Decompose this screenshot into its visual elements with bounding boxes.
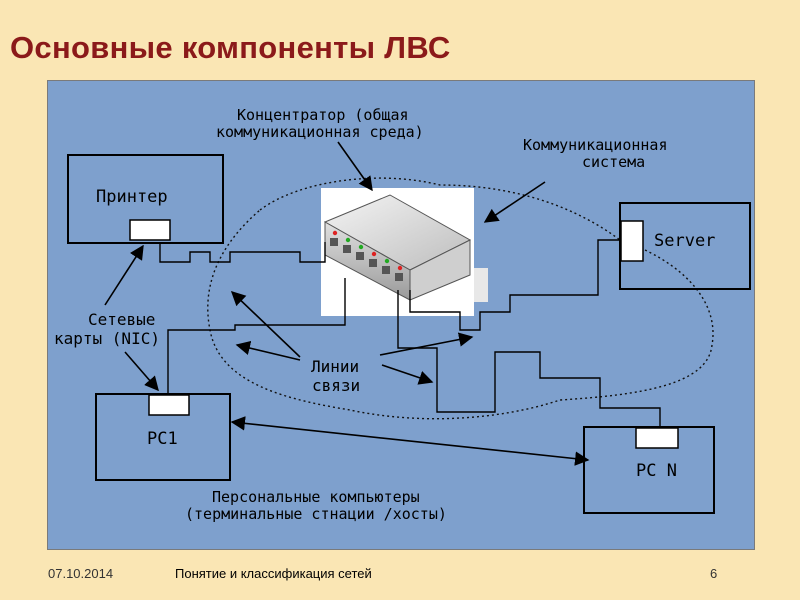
arrow-nic-pc1 — [124, 351, 159, 392]
footer-topic: Понятие и классификация сетей — [175, 566, 372, 581]
comm-system-line2: система — [582, 153, 645, 171]
page-number: 6 — [710, 566, 718, 581]
pc1-nic — [148, 394, 190, 416]
arrow-hub — [337, 141, 373, 192]
server-label: Server — [654, 231, 715, 251]
cable-pc1 — [167, 278, 346, 394]
comm-system-line1: Коммуникационная — [523, 136, 668, 154]
cable-lines — [159, 239, 661, 427]
printer-nic — [129, 219, 171, 241]
slide-title: Основные компоненты ЛВС — [10, 30, 451, 65]
printer-box[interactable] — [67, 154, 224, 244]
pcn-box[interactable] — [583, 426, 715, 514]
cable-pcn — [397, 290, 661, 427]
hub-image — [321, 188, 488, 316]
arrow-pcs — [230, 416, 590, 466]
cable-printer — [159, 242, 326, 263]
hub-label-line1: Концентратор (общая — [237, 106, 409, 124]
server-nic — [620, 220, 644, 262]
arrow-lines-printer — [230, 291, 301, 358]
arrow-lines-pcn — [381, 364, 434, 385]
annotation-arrows — [104, 141, 590, 466]
nic-label-line2: карты (NIC) — [54, 329, 160, 348]
pcs-label-line2: (терминальные стнации /хосты) — [185, 505, 447, 523]
cable-server — [409, 239, 620, 331]
arrow-nic-printer — [104, 244, 144, 306]
nic-label-line1: Сетевые — [88, 310, 155, 329]
arrow-lines-pc1 — [235, 340, 301, 361]
server-box[interactable] — [619, 202, 751, 290]
pc1-label: PC1 — [147, 429, 178, 449]
pc1-box[interactable] — [95, 393, 231, 481]
pcs-label-line1: Персональные компьютеры — [212, 488, 420, 506]
pcn-nic — [635, 427, 679, 449]
arrow-lines-server — [379, 332, 474, 356]
arrow-comm-system — [483, 181, 546, 223]
printer-label: Принтер — [96, 187, 168, 207]
lines-label-line1: Линии — [311, 357, 359, 376]
lines-label-line2: связи — [312, 376, 360, 395]
communication-system-boundary — [207, 177, 714, 420]
footer-date: 07.10.2014 — [48, 566, 114, 581]
hub-label-line2: коммуникационная среда) — [216, 123, 424, 141]
pcn-label: PC N — [636, 461, 677, 481]
